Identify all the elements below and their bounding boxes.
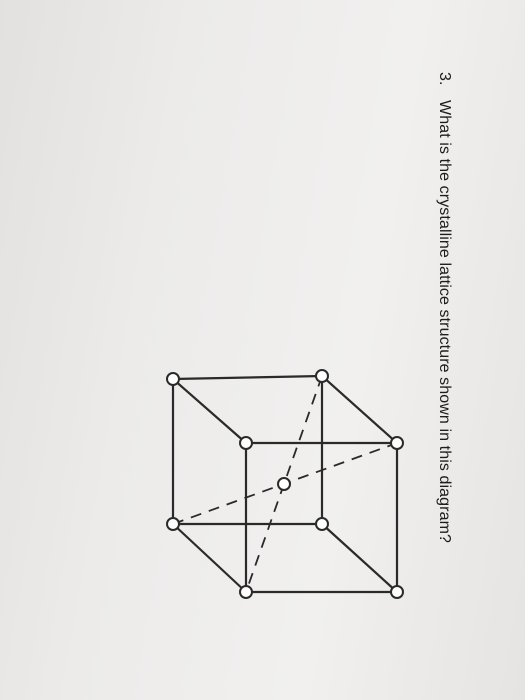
edge bbox=[171, 377, 248, 445]
corner-atom bbox=[239, 436, 253, 450]
edge bbox=[171, 374, 324, 381]
corner-atom bbox=[315, 517, 329, 531]
corner-atom bbox=[390, 436, 404, 450]
corner-atom bbox=[166, 517, 180, 531]
corner-atom bbox=[315, 369, 329, 383]
edge bbox=[320, 522, 399, 594]
corner-atom bbox=[390, 585, 404, 599]
edge bbox=[320, 374, 399, 445]
body-center-atom bbox=[277, 477, 291, 491]
corner-atom bbox=[239, 585, 253, 599]
corner-atom bbox=[166, 372, 180, 386]
edge bbox=[171, 522, 248, 594]
